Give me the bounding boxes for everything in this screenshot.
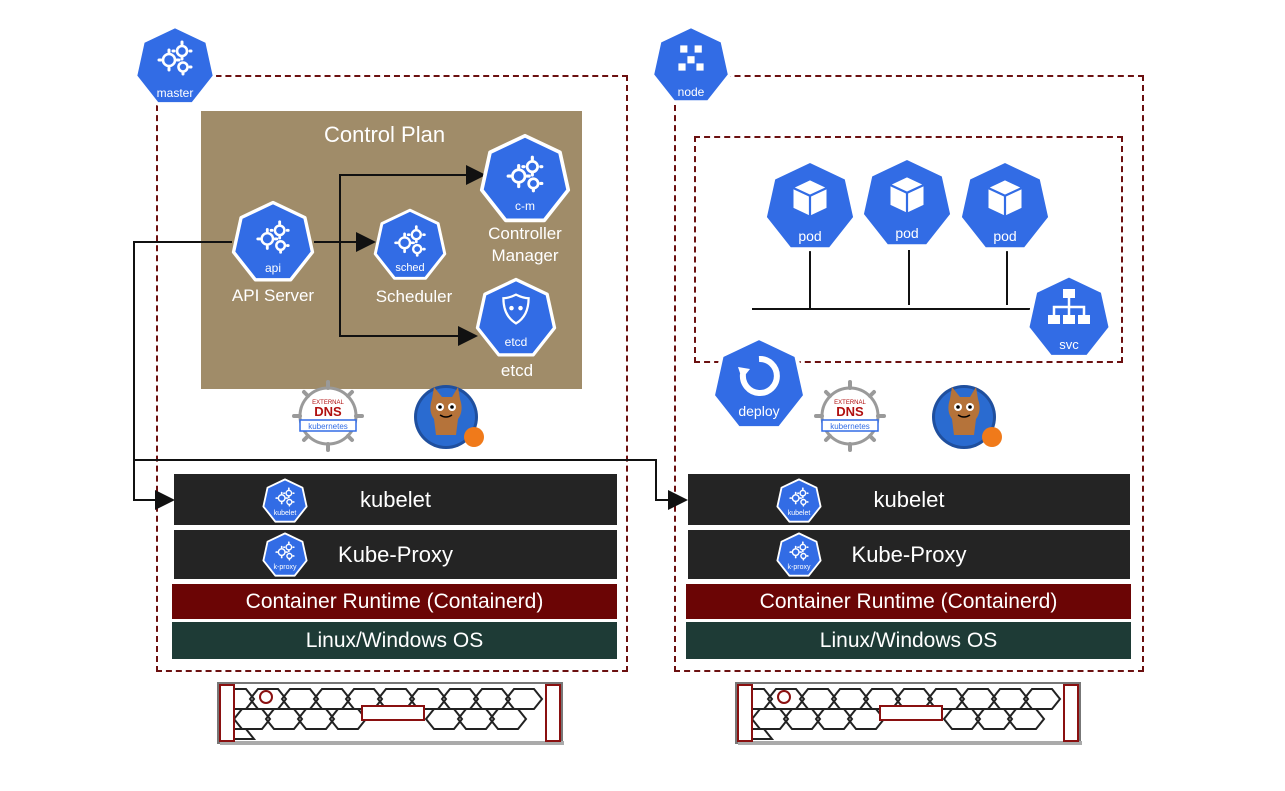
kubelet-icon: kubelet: [776, 478, 822, 524]
control-plane-title: Control Plan: [324, 122, 446, 147]
pod-icon[interactable]: pod: [957, 158, 1053, 254]
svg-text:kubernetes: kubernetes: [830, 422, 870, 431]
kubelet-layer: kubelet: [174, 474, 617, 525]
master-badge-icon: master: [133, 24, 217, 108]
kube-proxy-icon: k-proxy: [262, 532, 308, 578]
svg-text:DNS: DNS: [314, 404, 342, 419]
pod-icon[interactable]: pod: [762, 158, 858, 254]
kubelet-layer: kubelet: [688, 474, 1130, 525]
etcd-icon[interactable]: etcd: [475, 277, 557, 359]
etcd-label: etcd: [500, 361, 534, 380]
kubelet-icon: kubelet: [262, 478, 308, 524]
kube-proxy-layer: Kube-Proxy: [688, 530, 1130, 579]
kube-proxy-layer: Kube-Proxy: [174, 530, 617, 579]
scheduler-label: Scheduler: [375, 287, 453, 306]
svg-text:DNS: DNS: [836, 404, 864, 419]
pod-icon[interactable]: pod: [859, 155, 955, 251]
scheduler-icon[interactable]: sched: [373, 208, 447, 282]
master-node-boundary: [156, 75, 628, 672]
svg-text:EXTERNAL: EXTERNAL: [312, 400, 344, 406]
os-layer: Linux/Windows OS: [686, 622, 1131, 659]
controller-manager-label: Controller Manager: [488, 224, 562, 265]
api-server-label: API Server: [231, 286, 315, 305]
worker-node-boundary: [674, 75, 1144, 672]
external-dns-logo: EXTERNAL DNS kubernetes: [814, 380, 886, 452]
deployment-icon[interactable]: deploy: [710, 335, 808, 433]
service-icon[interactable]: svc: [1025, 273, 1113, 361]
node-badge-icon: node: [650, 24, 732, 106]
os-layer: Linux/Windows OS: [172, 622, 617, 659]
server-icon: [735, 682, 1082, 745]
container-runtime-layer: Container Runtime (Containerd): [172, 584, 617, 619]
api-server-icon[interactable]: api: [231, 200, 315, 284]
cat-mascot-icon: [414, 385, 484, 449]
svg-text:kubernetes: kubernetes: [308, 422, 348, 431]
container-runtime-layer: Container Runtime (Containerd): [686, 584, 1131, 619]
svg-text:EXTERNAL: EXTERNAL: [834, 400, 866, 406]
kube-proxy-icon: k-proxy: [776, 532, 822, 578]
external-dns-logo: EXTERNAL DNS kubernetes: [292, 380, 364, 452]
server-icon: [217, 682, 564, 745]
pods-group-boundary: [694, 136, 1123, 363]
controller-manager-icon[interactable]: c-m: [479, 133, 571, 225]
cat-mascot-icon: [932, 385, 1002, 449]
